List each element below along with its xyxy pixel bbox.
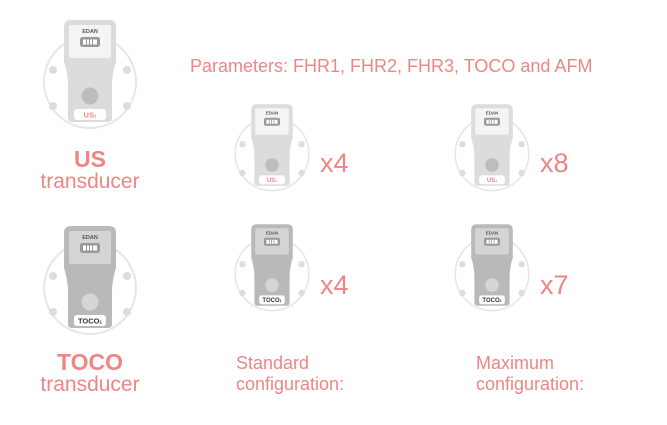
label-plate <box>479 175 505 185</box>
label-plate <box>259 175 285 185</box>
us-transducer-standard: EDAN US1 <box>232 104 312 194</box>
transducer-label: US1 <box>267 178 277 184</box>
center-button <box>485 278 499 292</box>
label-plate <box>74 315 106 326</box>
label-plate <box>479 295 505 305</box>
brand-logo: EDAN <box>486 111 498 116</box>
toco-subtitle: transducer <box>40 373 140 396</box>
maximum-us-count: x8 <box>540 148 569 178</box>
toco-transducer-maximum: EDAN TOCO1 <box>452 224 532 314</box>
label-plate <box>259 295 285 305</box>
transducer-label: US1 <box>487 178 497 184</box>
battery-icon <box>264 237 280 246</box>
battery-icon <box>264 117 280 126</box>
ring-dots <box>459 261 525 297</box>
brand-logo: EDAN <box>266 111 278 116</box>
transducer-label: TOCO1 <box>482 298 501 304</box>
parameters-text: Parameters: FHR1, FHR2, FHR3, TOCO and A… <box>190 56 593 76</box>
maximum-toco-count: x7 <box>540 270 569 300</box>
maximum-line2: configuration: <box>476 374 585 394</box>
standard-line2: configuration: <box>236 374 345 394</box>
battery-icon <box>484 117 500 126</box>
center-button <box>265 158 279 172</box>
transducer-label: TOCO1 <box>262 298 281 304</box>
center-button <box>81 293 99 311</box>
ring-dots <box>459 141 525 177</box>
center-button <box>485 158 499 172</box>
us-title: US <box>74 146 106 172</box>
battery-icon <box>484 237 500 246</box>
ring-dots <box>239 141 305 177</box>
toco-title: TOCO <box>56 349 124 375</box>
maximum-configuration-label: Maximum configuration: <box>476 353 584 395</box>
center-button <box>81 87 99 105</box>
brand-logo: EDAN <box>82 235 98 241</box>
toco-transducer-large: EDAN TOCO1 <box>40 226 140 338</box>
toco-transducer-standard: EDAN TOCO1 <box>232 224 312 314</box>
ring-dots <box>49 66 131 110</box>
brand-logo: EDAN <box>486 231 498 236</box>
battery-icon <box>80 37 100 47</box>
us-transducer-large: EDAN US1 <box>40 20 140 132</box>
brand-logo: EDAN <box>82 29 98 35</box>
standard-us-count: x4 <box>320 148 349 178</box>
ring-dots <box>239 261 305 297</box>
standard-line1: Standard <box>236 353 310 373</box>
ring-dots <box>49 272 131 316</box>
label-plate <box>74 109 106 120</box>
us-subtitle: transducer <box>40 170 140 193</box>
transducer-label: TOCO1 <box>78 317 103 326</box>
transducer-label: US1 <box>84 111 97 120</box>
standard-toco-count: x4 <box>320 270 349 300</box>
brand-logo: EDAN <box>266 231 278 236</box>
battery-icon <box>80 243 100 253</box>
standard-configuration-label: Standard configuration: <box>236 353 344 395</box>
maximum-line1: Maximum <box>476 353 555 373</box>
center-button <box>265 278 279 292</box>
us-transducer-maximum: EDAN US1 <box>452 104 532 194</box>
